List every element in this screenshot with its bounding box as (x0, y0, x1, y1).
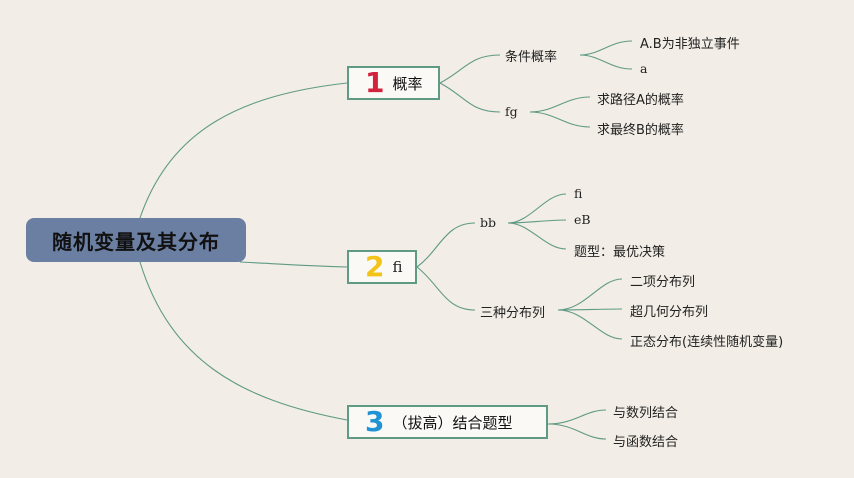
branch-3-node[interactable]: 3 （拔高）结合题型 (347, 405, 548, 439)
connector-sub2-leaf1 (529, 96, 591, 113)
b2-sub2-label[interactable]: 三种分布列 (480, 306, 546, 321)
root-label: 随机变量及其分布 (52, 229, 220, 254)
branch-2-number: 2 (365, 250, 385, 283)
connector-bb-leaf2 (507, 219, 567, 224)
connector-root-b1 (139, 82, 348, 219)
connector-dist-leaf1 (557, 278, 623, 311)
connector-b3-leaf1 (547, 409, 607, 425)
connector-b1-sub1 (439, 54, 501, 84)
branch-3-label: （拔高）结合题型 (392, 413, 513, 432)
b2-sub2-leaf-3[interactable]: 正态分布(连续性随机变量) (630, 335, 784, 350)
connector-bb-leaf3 (507, 222, 567, 250)
connector-sub2-leaf2 (529, 111, 591, 128)
b1-sub2-leaf-1[interactable]: 求路径A的概率 (597, 93, 684, 108)
connector-b2-sub1 (416, 222, 476, 268)
connector-bb-leaf1 (507, 193, 567, 224)
connector-root-b3 (139, 261, 348, 421)
b1-sub1-leaf-2[interactable]: a (640, 61, 648, 76)
b2-sub2-leaf-1[interactable]: 二项分布列 (630, 275, 696, 290)
root-node[interactable]: 随机变量及其分布 (26, 218, 246, 262)
b3-leaf-2[interactable]: 与函数结合 (613, 435, 679, 450)
connector-b1-sub2 (439, 82, 501, 113)
branch-2-label: fi (392, 258, 403, 276)
branch-1-label: 概率 (392, 74, 423, 93)
connector-b2-sub2 (416, 266, 476, 311)
connector-root-b2 (239, 261, 348, 268)
branch-3-number: 3 (365, 405, 385, 438)
b3-leaf-1[interactable]: 与数列结合 (613, 406, 679, 421)
b2-sub2-leaf-2[interactable]: 超几何分布列 (630, 305, 709, 320)
connector-sub1-leaf2 (579, 54, 633, 70)
b2-sub1-leaf-3[interactable]: 题型：最优决策 (574, 245, 666, 260)
branch-2-node[interactable]: 2 fi (347, 250, 417, 284)
b1-sub1-leaf-1[interactable]: A.B为非独立事件 (640, 37, 740, 52)
b1-sub2-leaf-2[interactable]: 求最终B的概率 (597, 123, 684, 138)
connector-dist-leaf2 (557, 308, 623, 311)
connector-sub1-leaf1 (579, 40, 633, 56)
branch-1-node[interactable]: 1 概率 (347, 66, 440, 100)
b1-sub1-label[interactable]: 条件概率 (505, 50, 558, 65)
b1-sub2-label[interactable]: fg (505, 104, 518, 119)
connector-dist-leaf3 (557, 309, 623, 340)
branch-1-number: 1 (365, 66, 385, 99)
connector-b3-leaf2 (547, 423, 607, 440)
b2-sub1-leaf-2[interactable]: eB (574, 212, 591, 227)
b2-sub1-label[interactable]: bb (480, 215, 497, 230)
b2-sub1-leaf-1[interactable]: fi (574, 186, 583, 201)
